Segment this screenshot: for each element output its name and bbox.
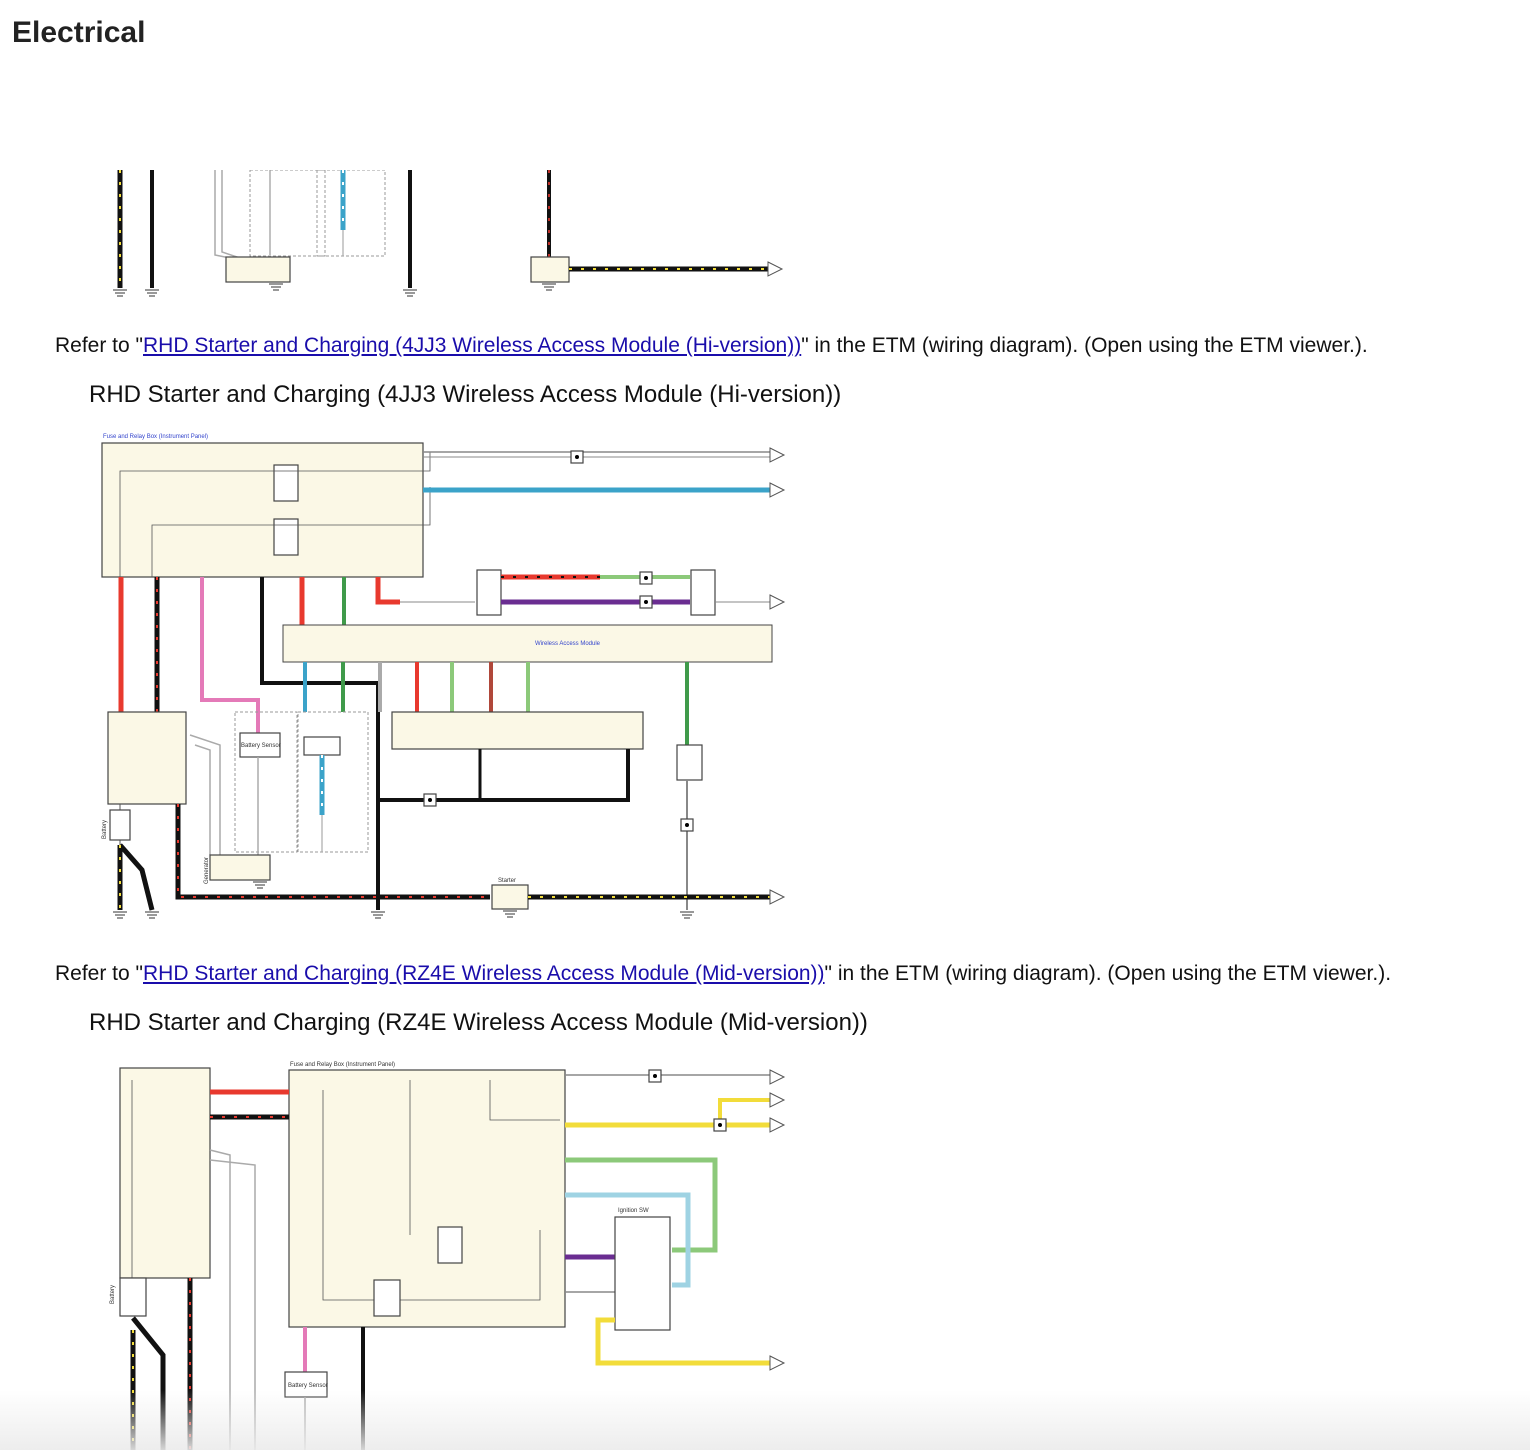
ignition-switch: [614, 1216, 671, 1331]
generator-box: [209, 854, 271, 881]
ground-icon: [145, 911, 159, 919]
label-battery-sensor: Battery Sensor: [241, 743, 281, 749]
label-battery: Battery: [110, 1285, 116, 1304]
wire: [378, 749, 630, 802]
diagram-heading-4jj3: RHD Starter and Charging (4JJ3 Wireless …: [89, 381, 842, 408]
relay-fuse-box: [119, 1067, 211, 1279]
wire: [214, 170, 231, 259]
label-fuse-box: Fuse and Relay Box (Instrument Panel): [290, 1062, 395, 1068]
etm-link-4jj3[interactable]: RHD Starter and Charging (4JJ3 Wireless …: [143, 334, 802, 357]
ground-icon: [680, 911, 694, 919]
connector-arrow-icon: [769, 1117, 786, 1133]
refer-prefix: Refer to ": [55, 962, 143, 985]
relay-k2: [437, 1226, 463, 1264]
label-ignition-switch: Ignition SW: [618, 1208, 649, 1214]
component-outline: [316, 170, 386, 257]
junction-dot: [575, 455, 579, 459]
ground-icon: [113, 911, 127, 919]
ground-icon: [269, 283, 283, 291]
wire: [131, 1316, 166, 1450]
diagram-heading-rz4e: RHD Starter and Charging (RZ4E Wireless …: [89, 1009, 868, 1036]
relay-k1: [273, 518, 299, 556]
wiring-diagram-rz4e: Fuse and Relay Box (Instrument Panel) Ign…: [110, 1062, 786, 1450]
component-outline: [297, 711, 369, 853]
junction-dot: [644, 576, 648, 580]
wire: [260, 577, 380, 910]
refer-paragraph-1: Refer to "RHD Starter and Charging (4JJ3…: [55, 334, 1368, 358]
battery-symbol: [109, 809, 131, 841]
ground-icon: [503, 910, 517, 918]
refer-suffix: " in the ETM (wiring diagram). (Open usi…: [801, 334, 1368, 357]
relay-k2: [273, 464, 299, 502]
refer-paragraph-2: Refer to "RHD Starter and Charging (RZ4E…: [55, 962, 1391, 986]
wire: [189, 734, 221, 855]
connector-arrow-icon: [769, 1092, 786, 1108]
connector-arrow-icon: [769, 889, 786, 905]
ground-icon: [403, 289, 417, 297]
wiring-diagram-4jj3: Fuse and Relay Box (Instrument Panel) Wir…: [101, 434, 786, 919]
junction-dot: [653, 1074, 657, 1078]
wire: [565, 1192, 691, 1288]
starter-box: [491, 884, 529, 910]
wire: [595, 1317, 770, 1366]
label-module: Wireless Access Module: [535, 641, 601, 647]
wire: [209, 1159, 256, 1450]
connector-arrow-icon: [769, 447, 786, 463]
junction-dot: [428, 798, 432, 802]
relay-k1: [373, 1279, 401, 1317]
ground-icon: [253, 881, 267, 889]
ground-icon: [542, 283, 556, 291]
junction-dot: [718, 1123, 722, 1127]
battery-sensor: [239, 732, 281, 758]
wire: [175, 804, 490, 900]
wire: [194, 744, 211, 855]
wire-stripe: [177, 804, 490, 898]
wire: [322, 1090, 541, 1301]
junction-dot: [644, 600, 648, 604]
wireless-access-module: [282, 624, 773, 663]
wire: [375, 577, 400, 605]
relay-fuse-box: [107, 711, 187, 805]
connector-arrow-icon: [769, 1355, 786, 1371]
wiring-diagram-partial: [113, 170, 784, 297]
cpu-box: [303, 736, 341, 756]
junction-dot: [685, 823, 689, 827]
wire: [118, 843, 155, 911]
ground-icon: [371, 911, 385, 919]
label-fuse-box: Fuse and Relay Box (Instrument Panel): [103, 434, 208, 440]
wire: [489, 1080, 560, 1121]
fuse-relay-box: [101, 442, 424, 578]
wire: [221, 170, 241, 259]
wire: [119, 452, 431, 577]
label-starter: Starter: [498, 878, 516, 884]
security-lever: [676, 744, 703, 781]
refer-prefix: Refer to ": [55, 334, 143, 357]
component-outline: [234, 711, 298, 853]
connector-arrow-icon: [769, 482, 786, 498]
connector-arrow-icon: [769, 594, 786, 610]
engine-start-stop-button: [391, 711, 644, 750]
generator-box: [225, 256, 291, 283]
wire: [151, 487, 431, 577]
diode-box: [690, 569, 716, 616]
page-title: Electrical: [12, 16, 146, 49]
connector-arrow-icon: [769, 1069, 786, 1085]
ground-icon: [145, 289, 159, 297]
label-battery-sensor: Battery Sensor: [288, 1383, 328, 1389]
etm-link-rz4e[interactable]: RHD Starter and Charging (RZ4E Wireless …: [143, 962, 825, 985]
fuse-relay-box: [288, 1069, 566, 1328]
label-generator: Generator: [204, 857, 210, 884]
starter-relay: [476, 569, 502, 616]
battery-symbol: [119, 1277, 147, 1317]
ground-icon: [113, 289, 127, 297]
connector-arrow-icon: [767, 261, 784, 277]
label-battery: Battery: [102, 820, 108, 839]
starter-box: [530, 256, 570, 283]
wire: [200, 577, 260, 735]
wire: [565, 1157, 718, 1253]
wire: [718, 1098, 770, 1125]
refer-suffix: " in the ETM (wiring diagram). (Open usi…: [824, 962, 1392, 985]
component-outline: [249, 170, 326, 257]
wire: [209, 1149, 231, 1450]
